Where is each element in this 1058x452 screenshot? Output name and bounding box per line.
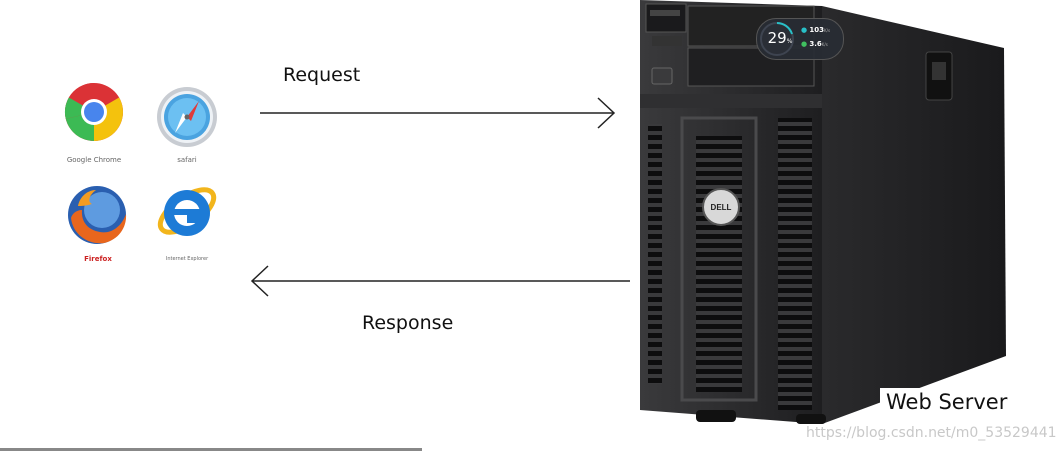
download-unit: K/s: [822, 42, 828, 47]
safari-icon: [156, 86, 218, 148]
upload-row: ● 103K/s: [801, 26, 830, 34]
browser-label-safari: safari: [147, 156, 227, 164]
upload-unit: K/s: [824, 28, 830, 33]
network-widget: 29% ● 103K/s ● 3.6K/s: [756, 18, 844, 60]
response-label: Response: [362, 312, 453, 334]
upload-value: 103: [809, 26, 824, 34]
percent-unit: %: [787, 38, 793, 45]
chrome-icon: [64, 82, 124, 142]
download-value: 3.6: [809, 40, 821, 48]
browser-label-firefox: Firefox: [58, 255, 138, 263]
dell-logo: DELL: [702, 188, 740, 226]
download-row: ● 3.6K/s: [801, 40, 828, 48]
percent-value: 29: [768, 29, 787, 47]
request-arrow: [258, 96, 620, 130]
response-arrow: [246, 264, 632, 298]
web-server-label: Web Server: [886, 390, 1007, 414]
firefox-icon: [66, 184, 128, 246]
download-dot-icon: ●: [801, 40, 807, 48]
browser-label-ie: Internet Explorer: [147, 256, 227, 262]
watermark: https://blog.csdn.net/m0_53529441: [806, 425, 1057, 441]
server-tower-image: [626, 0, 1010, 430]
upload-dot-icon: ●: [801, 26, 807, 34]
ie-icon: [154, 178, 220, 244]
bottom-divider: [0, 448, 422, 451]
request-label: Request: [283, 64, 360, 86]
dell-logo-text: DELL: [711, 203, 732, 212]
browser-label-chrome: Google Chrome: [54, 156, 134, 164]
